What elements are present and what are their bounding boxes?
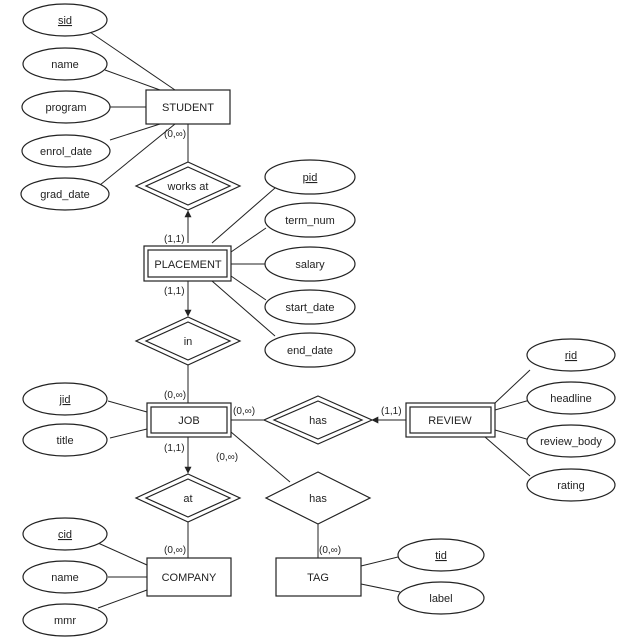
entity-label: REVIEW <box>428 415 472 427</box>
attribute-jid: jid <box>22 382 108 416</box>
attribute-rating: rating <box>526 468 616 502</box>
attribute-label: jid <box>58 394 70 406</box>
cardinality-job-in: (0,∞) <box>164 390 186 401</box>
attribute-label: grad_date <box>40 189 90 201</box>
relationship-label: has <box>309 415 327 427</box>
attribute-sid: sid <box>22 3 108 37</box>
attribute-title: title <box>22 423 108 457</box>
entity-label: STUDENT <box>162 102 214 114</box>
attribute-label: sid <box>58 15 72 27</box>
relationship-works-at[interactable]: works at <box>134 161 242 211</box>
entity-job[interactable]: JOB <box>146 402 232 438</box>
attribute-label: enrol_date <box>40 146 92 158</box>
connector-lines <box>86 29 531 609</box>
attribute-label: cid <box>58 529 72 541</box>
entity-tag[interactable]: TAG <box>275 557 362 597</box>
entity-label: TAG <box>307 572 329 584</box>
cardinality-placement-in: (1,1) <box>164 286 185 297</box>
entity-student[interactable]: STUDENT <box>145 89 231 125</box>
cardinality-student-works-at: (0,∞) <box>164 129 186 140</box>
relationship-label: at <box>183 493 192 505</box>
attribute-end-date: end_date <box>264 332 356 368</box>
attribute-label: review_body <box>540 436 602 448</box>
attribute-label: term_num <box>285 215 335 227</box>
attribute-name: name <box>22 47 108 81</box>
attribute-label: title <box>56 435 73 447</box>
attribute-label: program <box>46 102 87 114</box>
attribute-label: name <box>51 59 79 71</box>
cardinality-job-has-review: (0,∞) <box>233 406 255 417</box>
attribute-rid: rid <box>526 338 616 372</box>
attribute-label: rating <box>557 480 585 492</box>
attribute-mmr: mmr <box>22 603 108 637</box>
cardinality-review-has: (1,1) <box>381 406 402 417</box>
attribute-program: program <box>21 90 111 124</box>
cardinality-placement-works-at: (1,1) <box>164 234 185 245</box>
entity-label: PLACEMENT <box>154 259 222 271</box>
attribute-pid: pid <box>264 159 356 195</box>
attribute-tid: tid <box>397 538 485 572</box>
attribute-label: label <box>397 581 485 615</box>
attribute-grad-date: grad_date <box>20 177 110 211</box>
attribute-label: pid <box>303 172 318 184</box>
relationship-job-has-review[interactable]: has <box>262 395 374 445</box>
attribute-review-body: review_body <box>526 424 616 458</box>
entity-review[interactable]: REVIEW <box>405 402 496 438</box>
entity-placement[interactable]: PLACEMENT <box>143 245 232 282</box>
attribute-label: rid <box>565 350 577 362</box>
cardinality-job-at: (1,1) <box>164 443 185 454</box>
attribute-label: label <box>429 593 452 605</box>
attribute-label: start_date <box>286 302 335 314</box>
relationship-label: has <box>309 493 327 505</box>
attribute-label: name <box>51 572 79 584</box>
cardinality-labels: (0,∞) (1,1) (1,1) (0,∞) (0,∞) (1,1) (1,1… <box>164 129 402 556</box>
attribute-label: tid <box>435 550 447 562</box>
cardinality-tag-has: (0,∞) <box>319 545 341 556</box>
relationship-at[interactable]: at <box>134 473 242 523</box>
attribute-label: headline <box>550 393 592 405</box>
relationship-label: works at <box>167 181 209 193</box>
entity-label: COMPANY <box>162 572 217 584</box>
cardinality-job-has-tag: (0,∞) <box>216 452 238 463</box>
relationship-label: in <box>184 336 193 348</box>
entity-label: JOB <box>178 415 199 427</box>
attribute-enrol-date: enrol_date <box>21 134 111 168</box>
attribute-label: mmr <box>54 615 76 627</box>
cardinality-company-at: (0,∞) <box>164 545 186 556</box>
attribute-headline: headline <box>526 381 616 415</box>
attribute-company-name: name <box>22 560 108 594</box>
attribute-term-num: term_num <box>264 202 356 238</box>
attribute-label: salary <box>295 259 325 271</box>
relationship-job-has-tag[interactable]: has <box>264 471 372 525</box>
attribute-start-date: start_date <box>264 289 356 325</box>
relationship-in[interactable]: in <box>134 316 242 366</box>
attribute-cid: cid <box>22 517 108 551</box>
entity-company[interactable]: COMPANY <box>146 557 232 597</box>
attribute-salary: salary <box>264 246 356 282</box>
attribute-label: end_date <box>287 345 333 357</box>
